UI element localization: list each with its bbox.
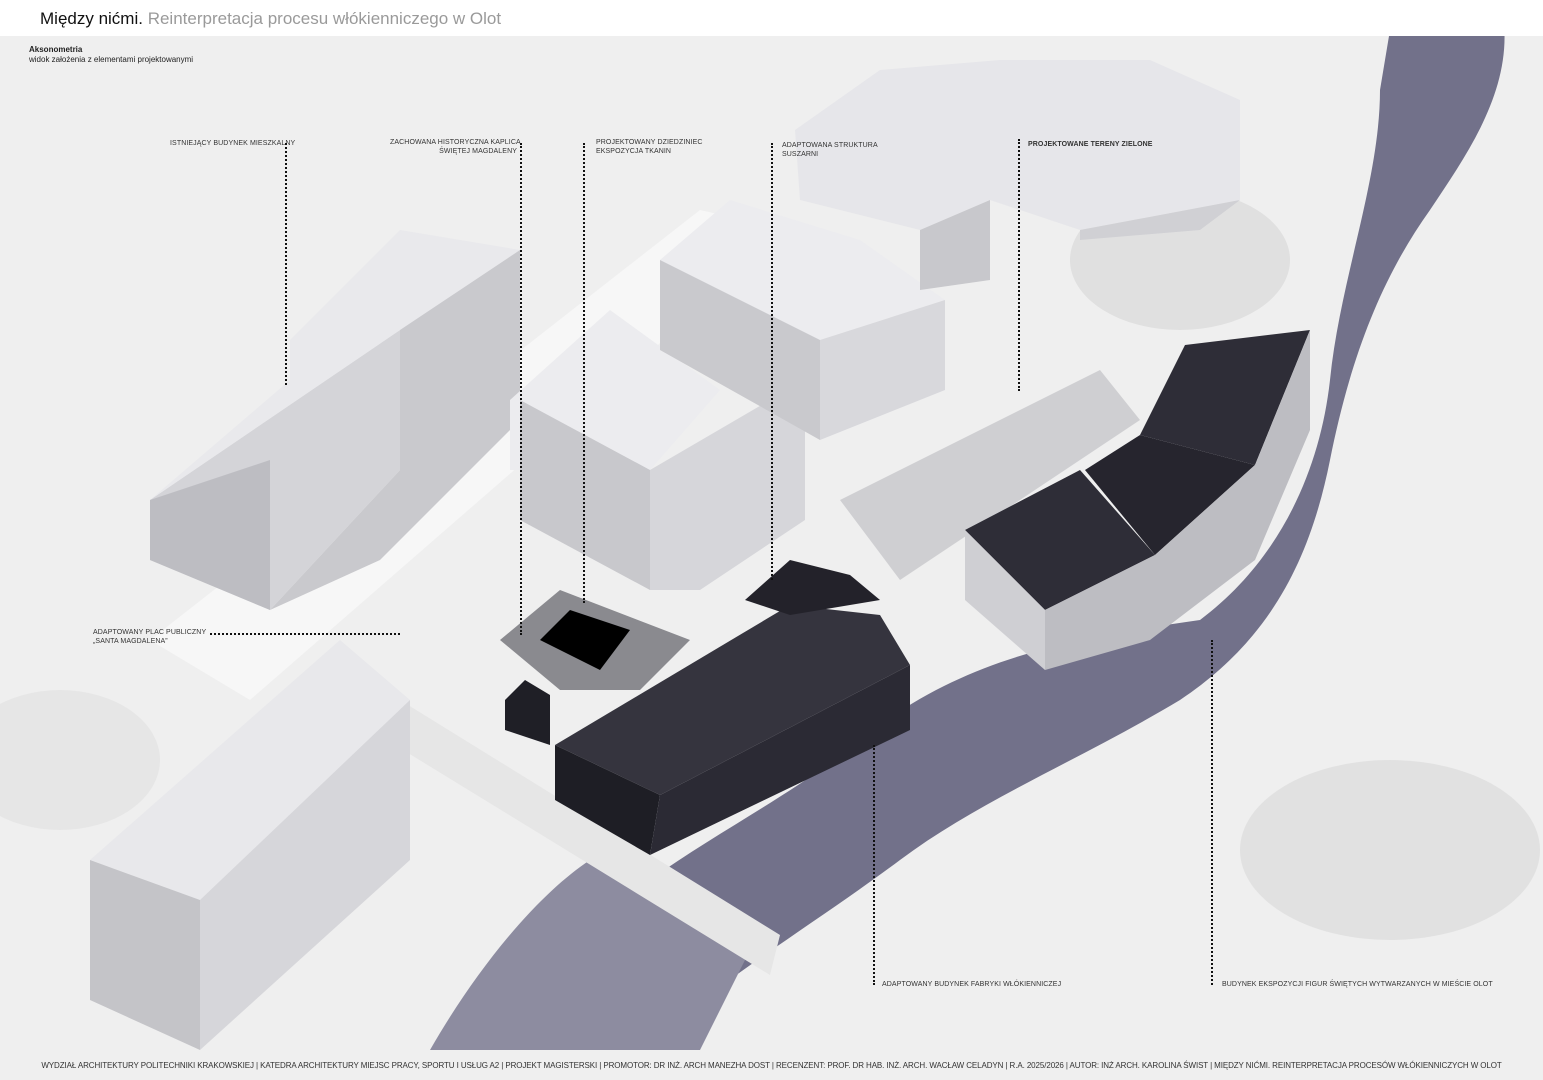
leader-line bbox=[1018, 139, 1020, 391]
label-exhibition: BUDYNEK EKSPOZYCJI FIGUR ŚWIĘTYCH WYTWAR… bbox=[1222, 981, 1493, 988]
large-building-top bbox=[795, 60, 1240, 290]
leader-line bbox=[873, 745, 875, 985]
chapel-building bbox=[510, 310, 805, 590]
fog bbox=[1240, 760, 1540, 940]
header-bar bbox=[0, 0, 1543, 36]
courtyard-floor bbox=[540, 610, 630, 670]
label-square: ADAPTOWANY PLAC PUBLICZNY„SANTA MAGDALEN… bbox=[93, 629, 207, 645]
leader-line bbox=[771, 143, 773, 580]
leader-line bbox=[583, 143, 585, 603]
leader-line bbox=[285, 143, 287, 385]
dryer-building bbox=[660, 200, 945, 440]
label-green: PROJEKTOWANE TERENY ZIELONE bbox=[1028, 141, 1153, 148]
warehouse-building bbox=[90, 640, 410, 1050]
footer-credits: WYDZIAŁ ARCHITEKTURY POLITECHNIKI KRAKOW… bbox=[41, 1061, 1502, 1070]
page-title: Między nićmi. Reinterpretacja procesu wł… bbox=[40, 9, 501, 29]
fog bbox=[0, 690, 160, 830]
exhibition-building bbox=[965, 330, 1310, 670]
label-residential: ISTNIEJĄCY BUDYNEK MIESZKALNY bbox=[170, 140, 296, 147]
leader-line bbox=[210, 633, 400, 635]
leader-line bbox=[1211, 640, 1213, 985]
bridge bbox=[395, 700, 780, 975]
label-factory: ADAPTOWANY BUDYNEK FABRYKI WŁÓKIENNICZEJ bbox=[882, 981, 1062, 988]
view-heading: Aksonometria bbox=[29, 45, 83, 54]
leader-line bbox=[520, 143, 522, 635]
green-terraces bbox=[840, 370, 1140, 580]
title-main: Między nićmi. bbox=[40, 9, 143, 28]
view-caption-text: widok założenia z elementami projektowan… bbox=[29, 55, 194, 64]
title-sub: Reinterpretacja procesu włókienniczego w… bbox=[147, 9, 502, 28]
factory-building bbox=[505, 560, 910, 855]
residential-building bbox=[150, 230, 520, 610]
river bbox=[560, 0, 1505, 1050]
